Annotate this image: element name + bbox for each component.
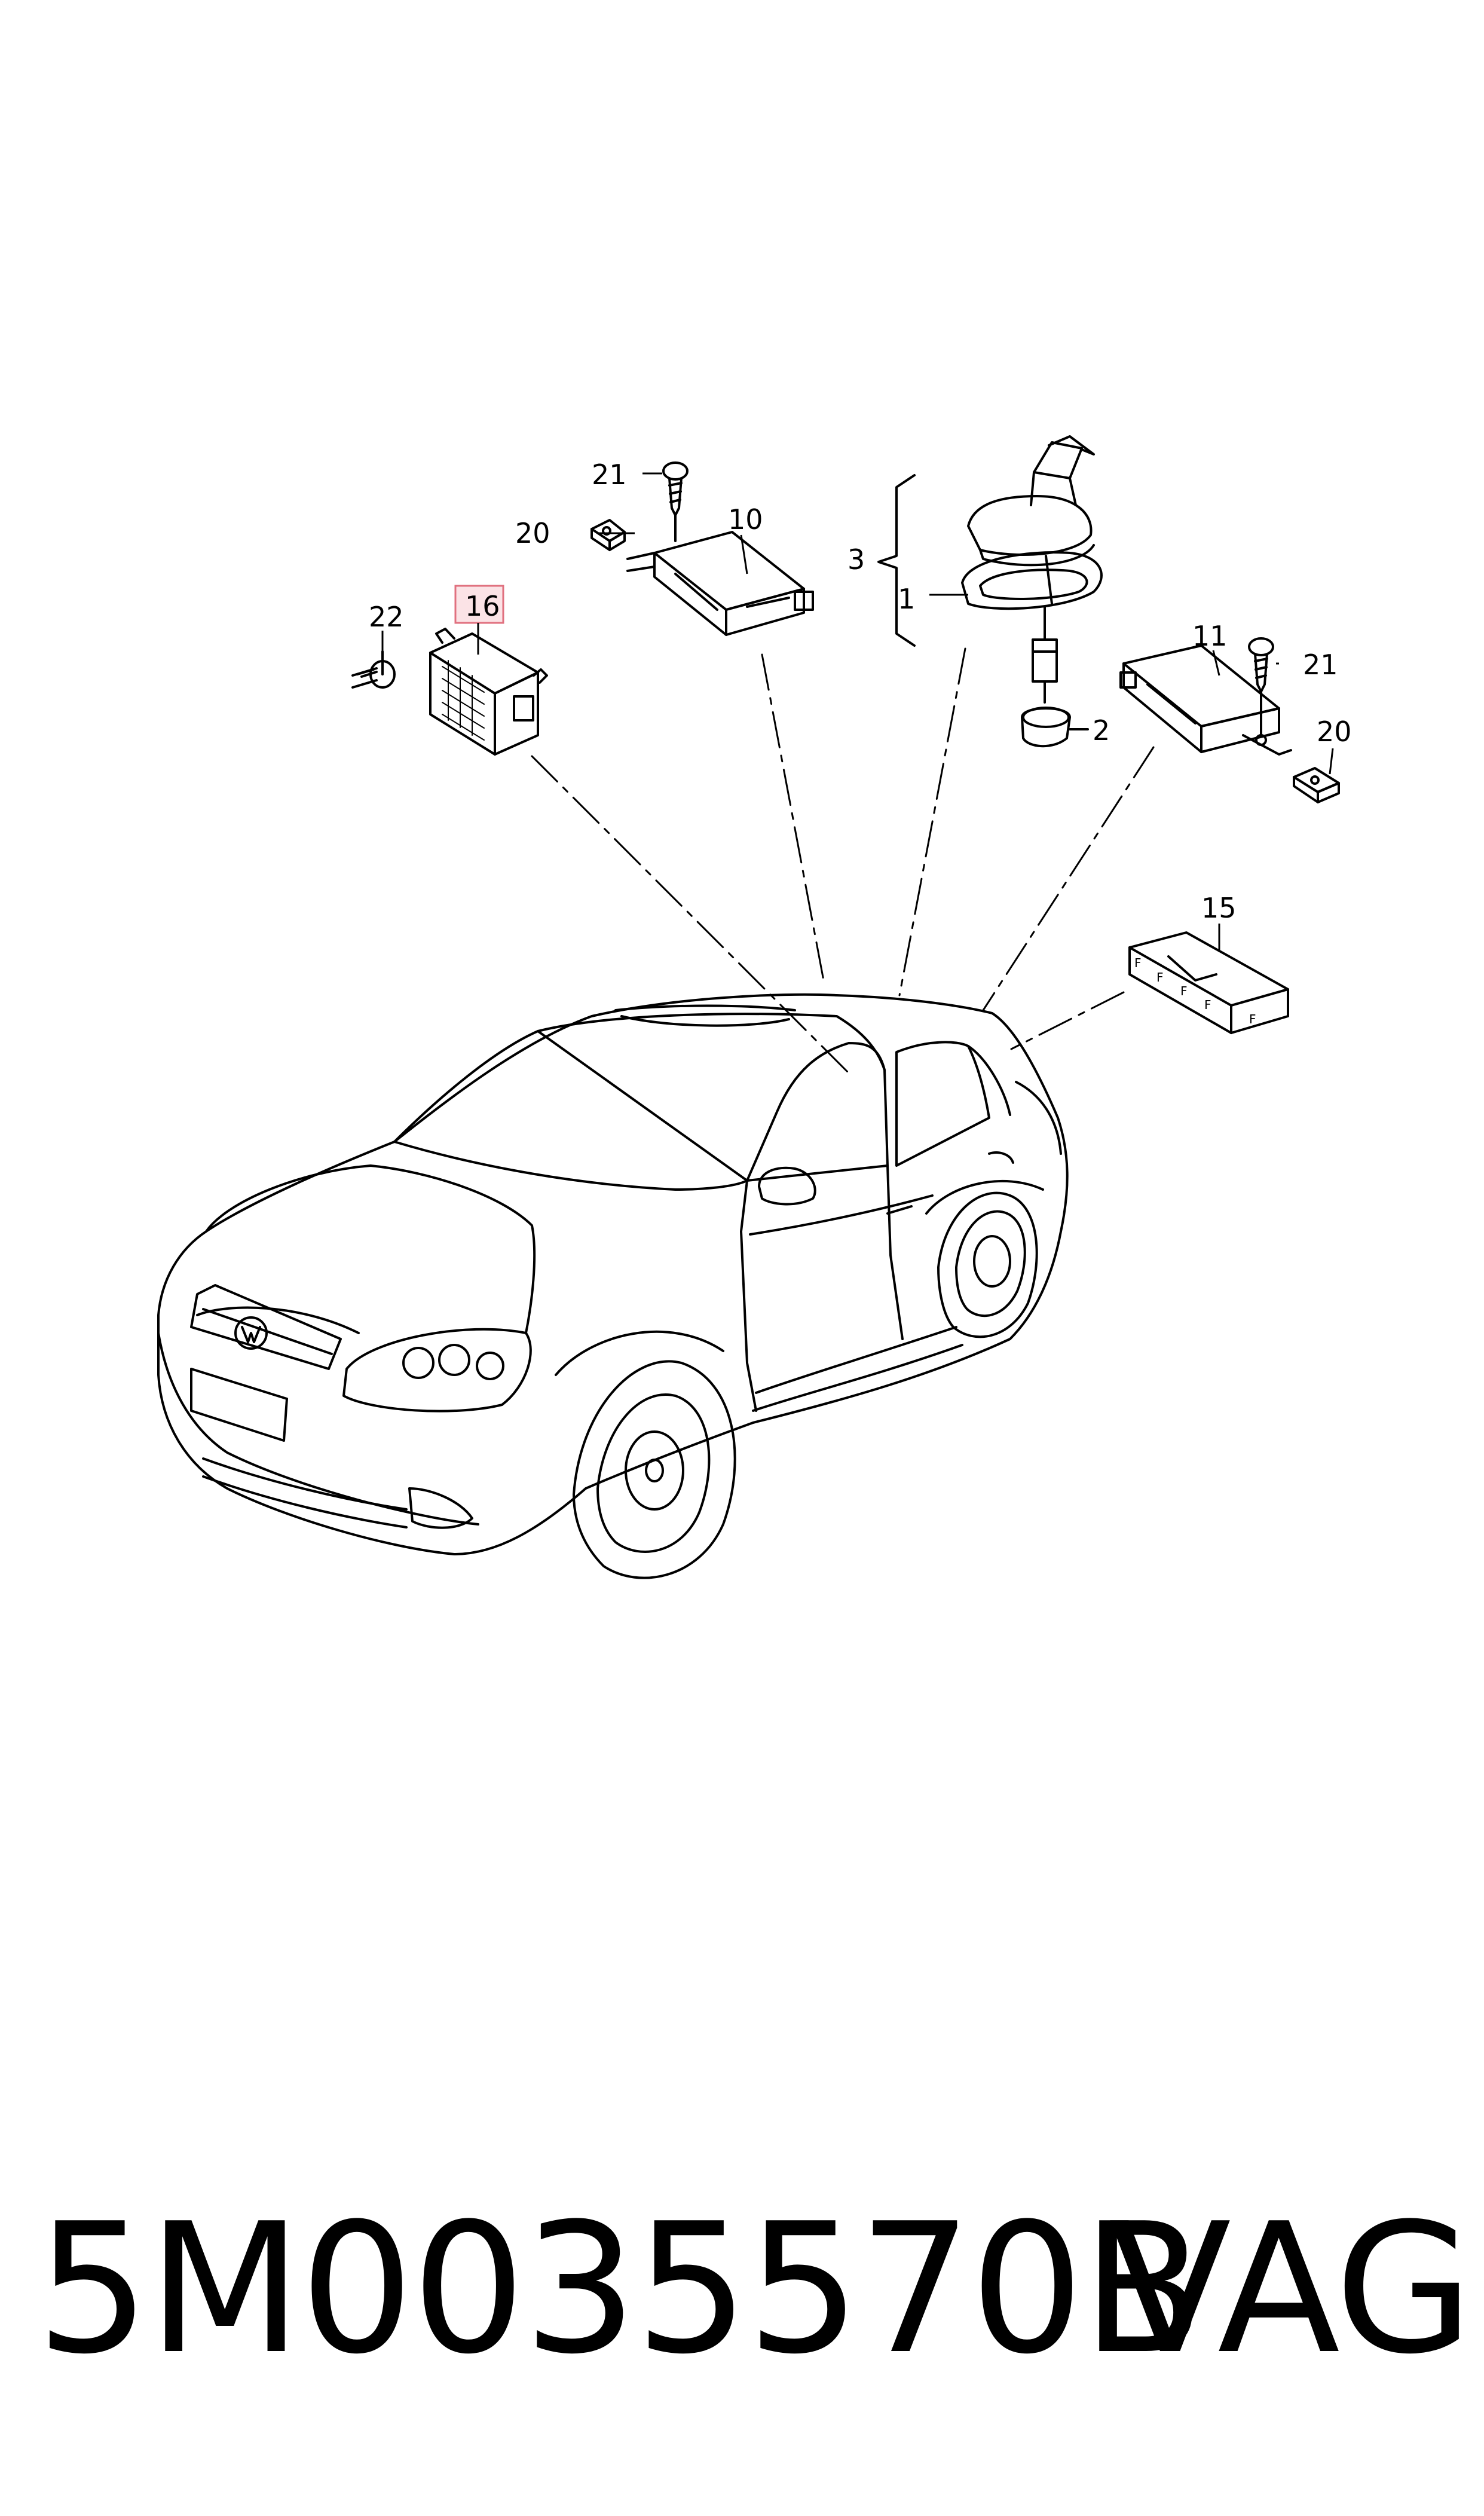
part-21-screw-right — [1248, 637, 1274, 736]
callout-ticks — [381, 472, 1334, 950]
part-21-screw-left — [662, 461, 689, 542]
callout-11: 11 — [1192, 620, 1228, 652]
part-20-clip-left — [590, 519, 626, 551]
brand-caption: VAG — [1109, 2185, 1473, 2393]
callout-20-right: 20 — [1317, 716, 1352, 748]
bracket-3 — [877, 474, 916, 647]
highlight-box-16 — [454, 585, 504, 624]
car-illustration — [157, 993, 1069, 1579]
callout-15: 15 — [1201, 892, 1237, 924]
callout-1: 1 — [898, 583, 915, 615]
svg-text:F: F — [1249, 1012, 1256, 1026]
callout-22: 22 — [369, 601, 404, 633]
part-10-amplifier — [626, 531, 814, 636]
callout-21-right: 21 — [1303, 649, 1338, 681]
svg-text:F: F — [1204, 998, 1211, 1012]
part-2-nut — [1021, 606, 1089, 748]
part-3-roof-antenna — [967, 435, 1095, 605]
callout-3: 3 — [847, 543, 865, 576]
callout-20-left: 20 — [515, 517, 550, 549]
part-1-seal — [961, 551, 1103, 610]
part-16-control-unit — [429, 628, 548, 756]
callout-2: 2 — [1093, 714, 1110, 747]
callout-labels: 21 20 10 3 1 16 22 11 21 2 20 15 — [369, 458, 1352, 924]
svg-text:F: F — [1134, 956, 1142, 970]
svg-text:F: F — [1180, 984, 1188, 998]
part-11-amplifier — [1119, 644, 1292, 756]
callout-10: 10 — [728, 503, 763, 536]
part-number-caption: 5M0035570B — [36, 2185, 1205, 2393]
svg-text:F: F — [1156, 970, 1164, 985]
leader-lines — [531, 647, 1155, 1077]
part-20-clip-right — [1293, 767, 1340, 803]
callout-16: 16 — [465, 590, 500, 622]
part-22-bolt — [351, 650, 396, 689]
part-15-module: F F F F F — [1128, 931, 1289, 1034]
callout-21-left: 21 — [592, 458, 627, 491]
